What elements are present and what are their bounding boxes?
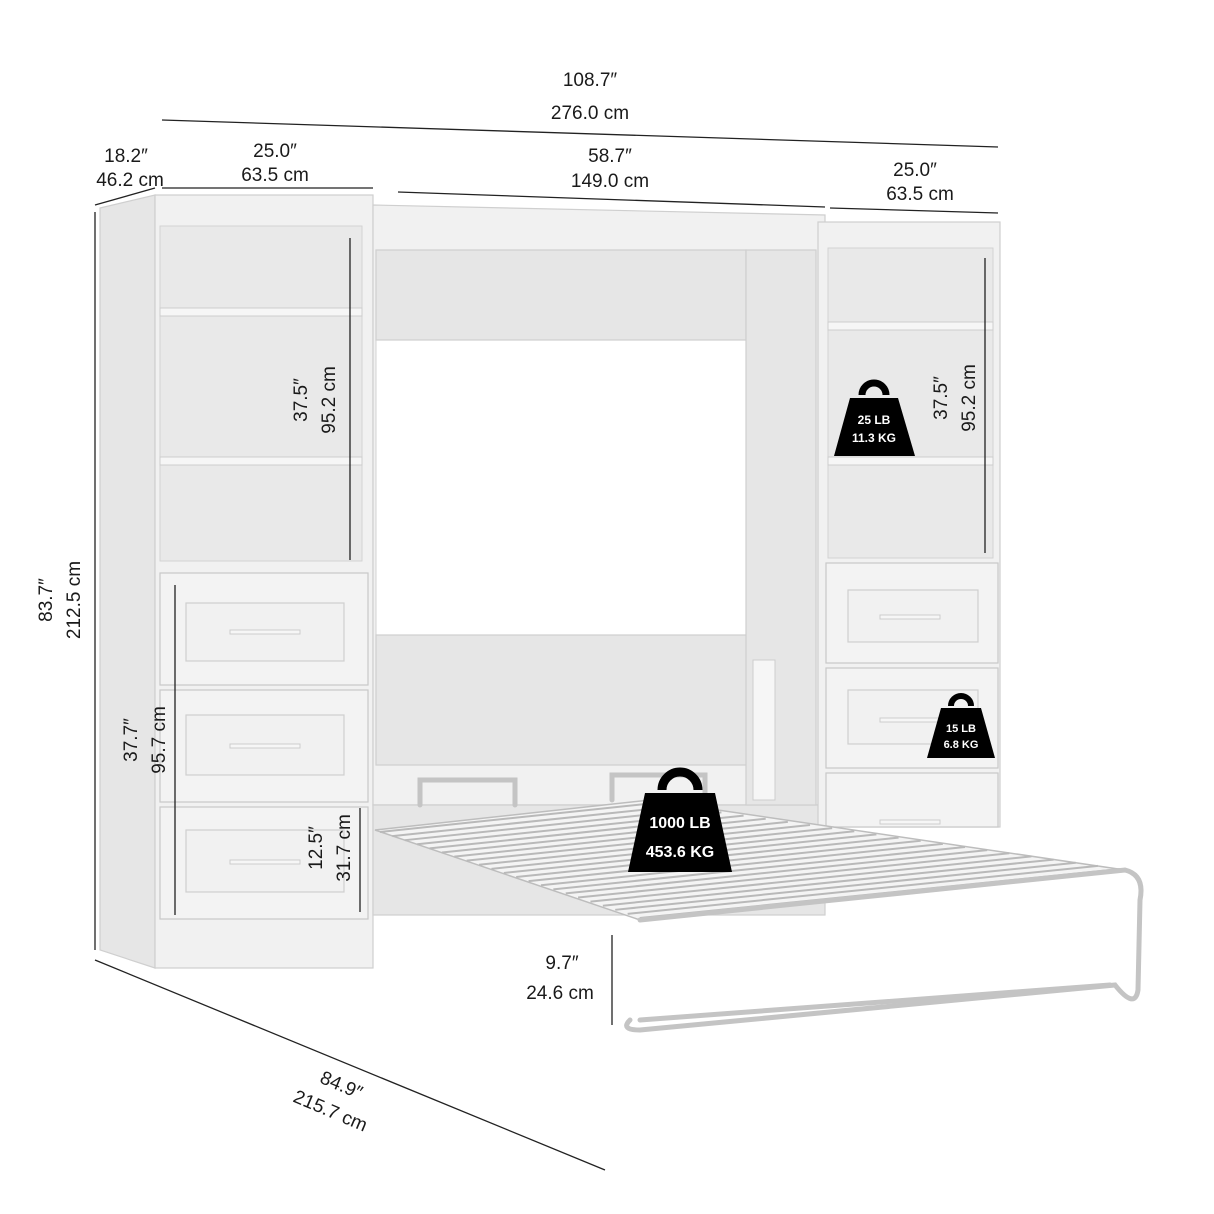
headboard-panel: [375, 249, 747, 341]
bed-clearance-label: 9.7″ 24.6 cm: [526, 953, 594, 1004]
bed-length-line: [94, 959, 606, 1171]
bed-leg-bar: [637, 982, 1113, 1023]
svg-text:276.0 cm: 276.0 cm: [551, 103, 629, 124]
svg-text:37.7″: 37.7″: [121, 718, 142, 762]
right-drawer-3[interactable]: [825, 772, 999, 828]
svg-text:58.7″: 58.7″: [588, 146, 632, 167]
left-drawer-3-panel: [185, 829, 345, 893]
svg-text:18.2″: 18.2″: [104, 146, 148, 167]
bed-frame: [374, 772, 1144, 1033]
svg-text:149.0 cm: 149.0 cm: [571, 171, 649, 192]
height-label: 83.7″ 212.5 cm: [36, 561, 85, 639]
right-drawer-1-handle[interactable]: [879, 614, 941, 620]
weight-icon: [628, 767, 732, 872]
depth-label: 18.2″ 46.2 cm: [96, 146, 164, 191]
bed-slat: [602, 858, 1054, 907]
left-drawer-3-handle[interactable]: [229, 859, 301, 865]
svg-text:46.2 cm: 46.2 cm: [96, 170, 164, 191]
left-unit-width-label: 25.0″ 63.5 cm: [241, 141, 309, 186]
left-shelf-cavity: [159, 225, 363, 562]
svg-text:11.3 KG: 11.3 KG: [852, 431, 896, 445]
depth-line: [94, 187, 156, 206]
svg-text:12.5″: 12.5″: [306, 826, 327, 870]
left-storage-unit: [99, 194, 374, 969]
svg-text:95.7 cm: 95.7 cm: [149, 706, 170, 774]
svg-text:63.5 cm: 63.5 cm: [886, 184, 954, 205]
left-unit-side: [99, 194, 156, 969]
right-width-line: [829, 207, 999, 214]
bed-weight-badge: 1000 LB 453.6 KG: [628, 767, 732, 872]
right-unit-width-label: 25.0″ 63.5 cm: [886, 160, 954, 205]
svg-text:95.2 cm: 95.2 cm: [319, 366, 340, 434]
right-shelf-2: [827, 456, 994, 466]
total-width-line: [161, 119, 999, 148]
weight-icon: [834, 379, 915, 456]
bed-slat: [577, 852, 1010, 899]
svg-text:15 LB: 15 LB: [946, 723, 976, 735]
svg-text:25 LB: 25 LB: [858, 413, 891, 427]
svg-text:9.7″: 9.7″: [545, 953, 578, 974]
svg-text:31.7 cm: 31.7 cm: [334, 814, 355, 882]
right-shelf-height-label: 37.5″ 95.2 cm: [931, 364, 980, 432]
bed-width-label: 58.7″ 149.0 cm: [571, 146, 649, 192]
bed-slat: [392, 805, 678, 838]
bed-rail-left: [417, 777, 518, 808]
bed-slats: [379, 802, 1121, 919]
svg-text:24.6 cm: 24.6 cm: [526, 983, 594, 1004]
svg-text:1000 LB: 1000 LB: [649, 815, 710, 832]
left-drawer-1-handle[interactable]: [229, 629, 301, 635]
weight-icon: [927, 693, 995, 758]
right-drawer-3-handle[interactable]: [879, 819, 941, 825]
svg-text:6.8 KG: 6.8 KG: [944, 739, 979, 751]
bed-width-line: [397, 191, 826, 208]
bed-slat: [615, 861, 1076, 911]
bed-slat: [540, 842, 943, 887]
svg-text:95.2 cm: 95.2 cm: [959, 364, 980, 432]
svg-text:37.5″: 37.5″: [291, 378, 312, 422]
left-shelf-2: [159, 456, 363, 466]
left-drawer-2-handle[interactable]: [229, 743, 301, 749]
svg-text:63.5 cm: 63.5 cm: [241, 165, 309, 186]
shelf-weight-badge: 25 LB 11.3 KG: [834, 379, 915, 456]
svg-text:25.0″: 25.0″: [253, 141, 297, 162]
svg-text:83.7″: 83.7″: [36, 578, 57, 622]
left-shelf-1: [159, 307, 363, 317]
bed-slat: [627, 864, 1098, 915]
svg-text:25.0″: 25.0″: [893, 160, 937, 181]
bed-slat: [454, 820, 788, 858]
drawer-stack-height-label: 37.7″ 95.7 cm: [121, 706, 170, 774]
svg-text:212.5 cm: 212.5 cm: [64, 561, 85, 639]
right-drawer-2-handle[interactable]: [879, 717, 941, 723]
svg-text:108.7″: 108.7″: [563, 70, 618, 91]
dimension-lines: [94, 119, 999, 1171]
bed-lift-mechanism: [752, 659, 776, 801]
bed-slat: [379, 802, 656, 833]
right-shelf-1: [827, 321, 994, 331]
drawer-weight-badge: 15 LB 6.8 KG: [927, 693, 995, 758]
bed-leg-frame: [624, 867, 1144, 1033]
svg-text:453.6 KG: 453.6 KG: [646, 844, 714, 861]
drawer-height-label: 12.5″ 31.7 cm: [306, 814, 355, 882]
bed-rail-right: [609, 772, 708, 803]
bed-slat: [565, 849, 988, 895]
bed-slat: [553, 846, 966, 891]
total-width-label: 108.7″ 276.0 cm: [551, 70, 629, 124]
bed-underside-panel: [375, 634, 757, 766]
bed-slat: [590, 855, 1032, 903]
left-shelf-height-label: 37.5″ 95.2 cm: [291, 366, 340, 434]
svg-text:37.5″: 37.5″: [931, 376, 952, 420]
